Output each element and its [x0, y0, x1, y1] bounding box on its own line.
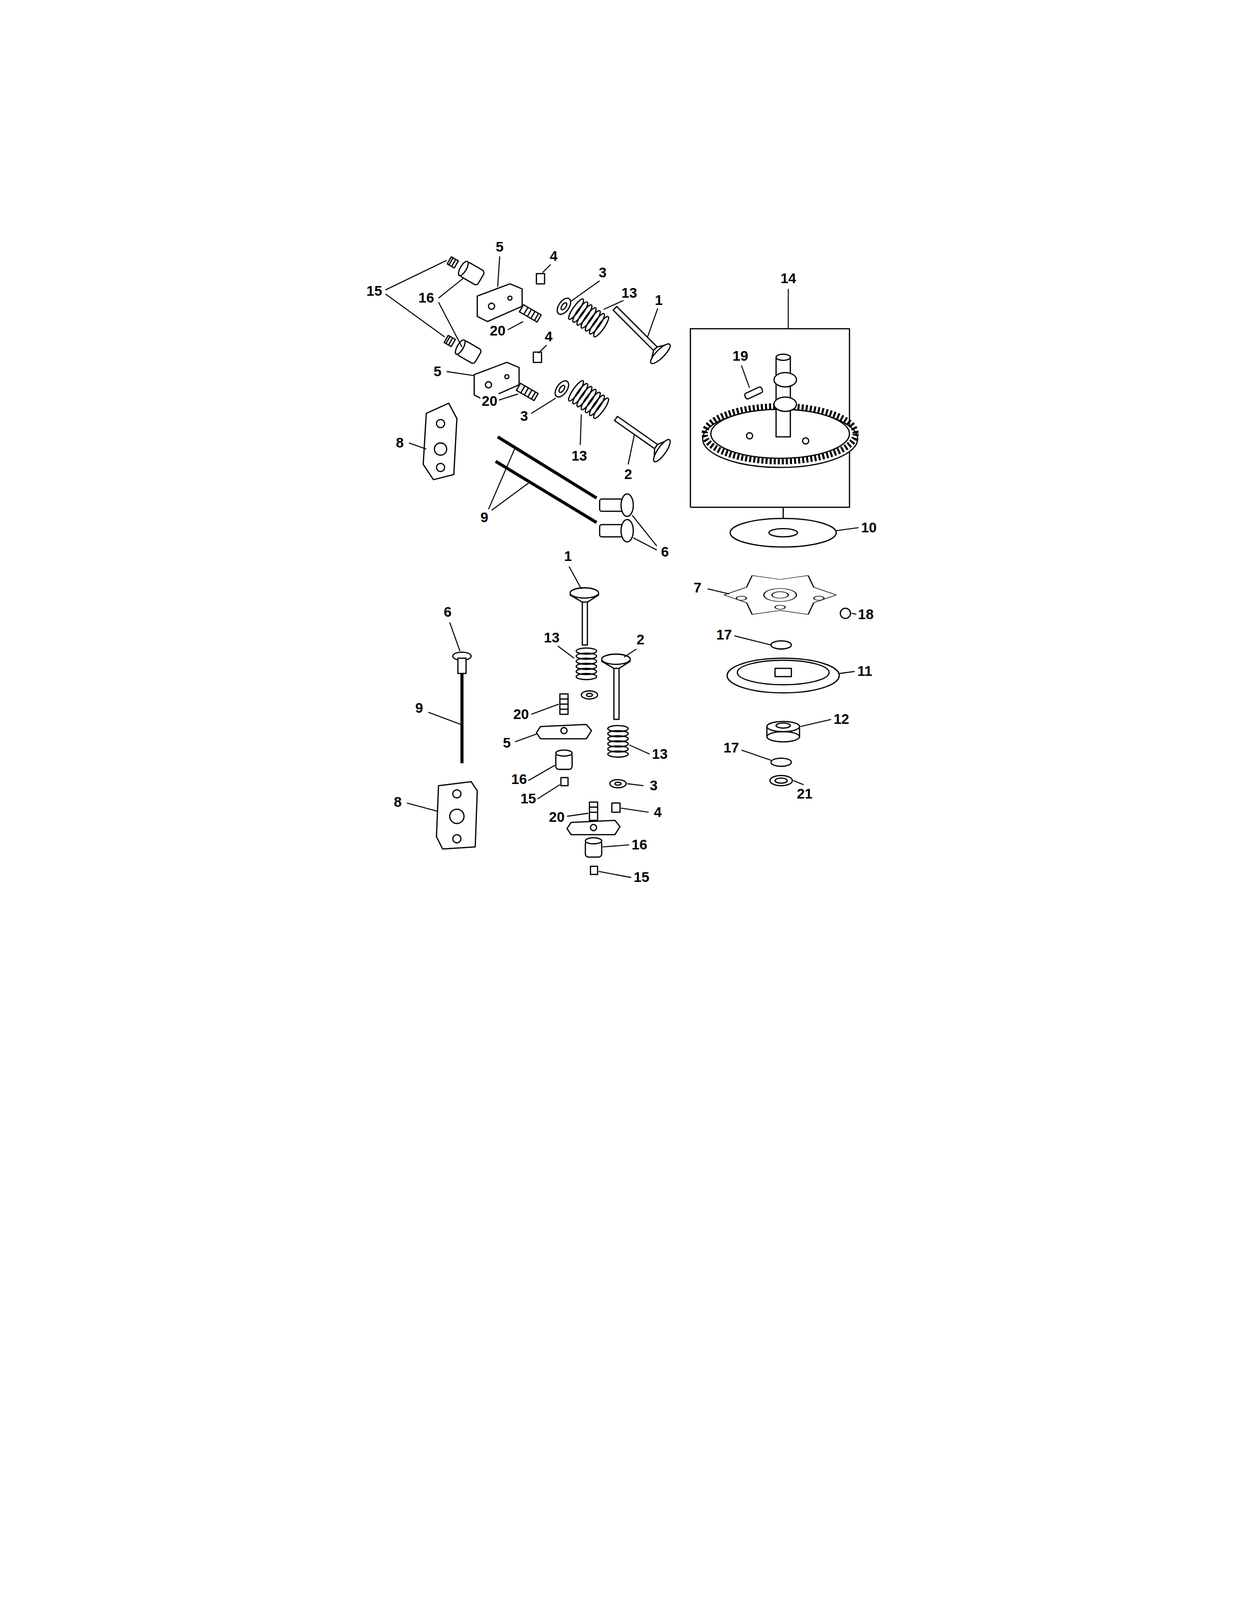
- callout-number: 18: [856, 606, 875, 622]
- callout-number: 17: [714, 626, 734, 642]
- callout-number: 15: [364, 283, 384, 299]
- callout-number: 2: [634, 632, 646, 648]
- callout-number: 1: [653, 292, 665, 308]
- callout-number: 16: [416, 290, 436, 306]
- callout-number: 3: [518, 408, 530, 424]
- callout-number: 16: [509, 771, 529, 787]
- callout-number: 9: [413, 700, 425, 716]
- callout-number: 4: [652, 804, 664, 820]
- callout-number: 9: [478, 509, 490, 525]
- callout-number: 20: [488, 322, 508, 338]
- callout-number: 13: [570, 448, 589, 464]
- callout-number: 14: [778, 270, 798, 286]
- callout-number: 13: [542, 629, 561, 645]
- callout-number: 3: [597, 264, 608, 280]
- callout-number: 13: [619, 285, 639, 301]
- callout-number: 5: [501, 734, 513, 750]
- callout-number: 5: [494, 239, 506, 255]
- callout-number: 5: [432, 363, 444, 379]
- callout-number: 20: [547, 809, 567, 825]
- callout-number: 20: [511, 706, 531, 722]
- leader-lines: [385, 256, 859, 878]
- callout-number: 13: [650, 745, 669, 761]
- callout-number: 2: [622, 466, 634, 482]
- callout-number: 21: [795, 785, 814, 801]
- callout-number: 16: [630, 837, 649, 853]
- callout-number: 7: [692, 579, 703, 595]
- rocker-set: [443, 335, 542, 401]
- callout-number: 4: [548, 248, 559, 264]
- callout-number: 11: [855, 663, 874, 679]
- callout-number: 17: [721, 740, 741, 756]
- callout-number: 10: [859, 519, 878, 535]
- callout-number: 20: [480, 393, 499, 409]
- callout-number: 19: [730, 348, 750, 364]
- callout-number: 15: [632, 869, 651, 885]
- rocker-set: [447, 256, 545, 323]
- callout-number: 6: [659, 544, 671, 560]
- callout-number: 8: [394, 435, 406, 451]
- callout-number: 12: [832, 711, 851, 727]
- callout-number: 15: [519, 791, 538, 807]
- callout-number: 8: [392, 793, 403, 809]
- callout-number: 3: [648, 777, 660, 793]
- callout-number: 6: [442, 604, 454, 620]
- callout-number: 1: [562, 548, 574, 564]
- callout-number: 4: [543, 329, 555, 345]
